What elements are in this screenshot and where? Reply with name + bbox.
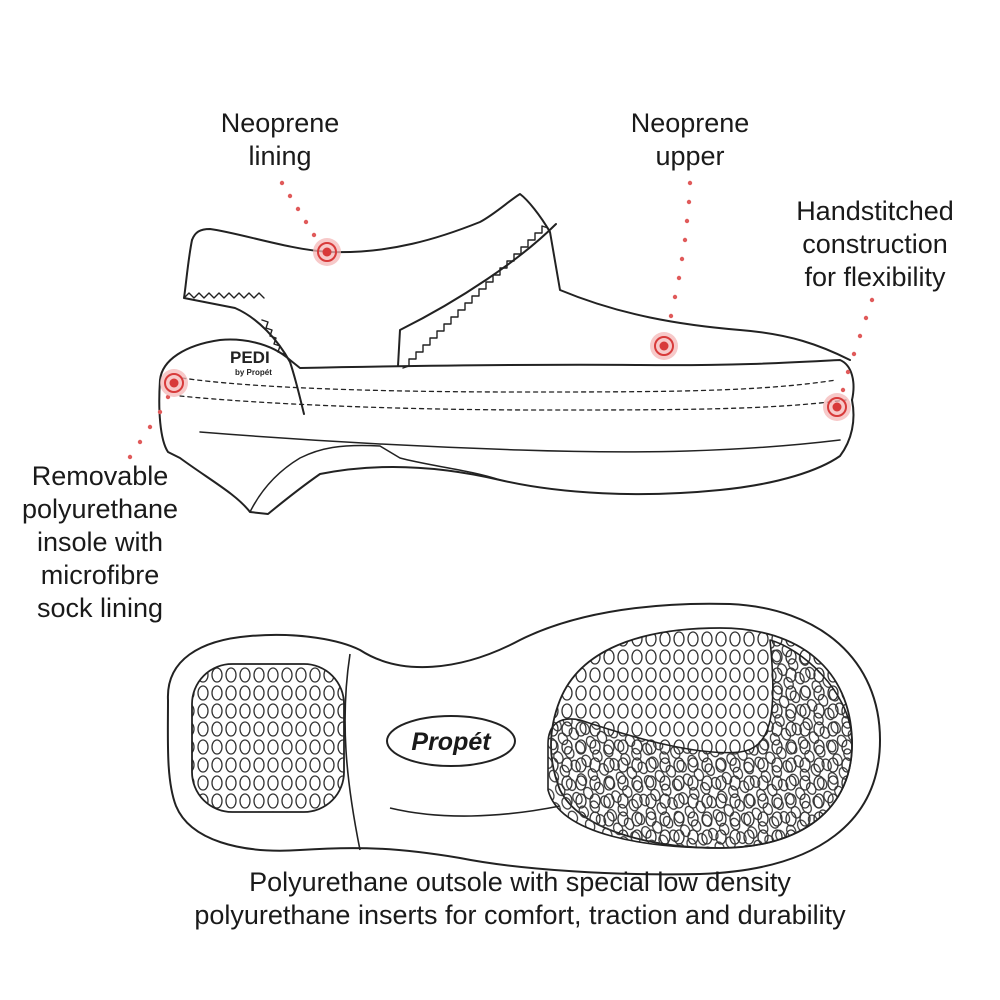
callout-insole: Removable polyurethane insole with micro… xyxy=(10,460,190,625)
heel-tread-insert xyxy=(191,663,345,813)
outsole-outline xyxy=(166,602,881,876)
heel-strap xyxy=(183,239,305,415)
callout-neoprene-upper: Neoprene upper xyxy=(600,107,780,173)
leader-stitch xyxy=(840,297,875,393)
sole-side xyxy=(158,379,855,515)
callout-line: polyurethane xyxy=(21,494,179,524)
callout-line: for flexibility xyxy=(804,262,946,292)
callout-line: Removable xyxy=(31,461,169,491)
leader-lines xyxy=(127,180,875,460)
side-logo-text: PEDI xyxy=(230,348,270,367)
callout-line: Handstitched xyxy=(796,196,954,226)
vamp-zigzag-stitch xyxy=(402,225,549,369)
marker-stitch xyxy=(823,393,851,421)
footbed-rim xyxy=(159,338,855,401)
leader-lining xyxy=(279,180,317,238)
heel-block-line xyxy=(249,444,501,513)
markers xyxy=(160,238,851,421)
sole-logo-oval xyxy=(386,715,516,767)
callout-line: construction xyxy=(802,229,948,259)
marker-lining xyxy=(313,238,341,266)
upper-zigzag-stitch xyxy=(183,292,285,355)
sole-midline xyxy=(199,431,841,453)
outsole-waist-notch xyxy=(389,805,561,817)
clog-side-view xyxy=(158,193,855,515)
sole-logo-text: Propét xyxy=(411,728,492,756)
callout-line: upper xyxy=(655,141,725,171)
marker-upper xyxy=(650,332,678,360)
outsole-inner-ridge xyxy=(344,653,361,851)
side-logo-subtext: by Propét xyxy=(235,368,272,377)
callout-outsole: Polyurethane outsole with special low de… xyxy=(100,866,940,932)
callout-line: Neoprene xyxy=(220,108,340,138)
marker-insole xyxy=(160,369,188,397)
leader-insole xyxy=(127,394,171,460)
outsole-bottom-view xyxy=(166,602,881,876)
footbed-stitch-2 xyxy=(179,395,847,411)
leader-upper xyxy=(668,180,693,319)
callout-neoprene-lining: Neoprene lining xyxy=(190,107,370,173)
callout-line: Polyurethane outsole with special low de… xyxy=(249,867,791,897)
callout-line: microfibre xyxy=(40,560,160,590)
side-logo: PEDI by Propét xyxy=(230,348,272,377)
callout-line: lining xyxy=(248,141,312,171)
callout-line: sock lining xyxy=(36,593,164,623)
callout-line: Neoprene xyxy=(630,108,750,138)
footbed-stitch xyxy=(181,377,837,393)
callout-line: polyurethane inserts for comfort, tracti… xyxy=(194,900,846,930)
vamp-seam xyxy=(397,223,557,367)
callout-line: insole with xyxy=(36,527,164,557)
upper-collar xyxy=(191,193,851,361)
callout-handstitched: Handstitched construction for flexibilit… xyxy=(770,195,980,294)
forefoot-tread-band xyxy=(547,639,853,849)
